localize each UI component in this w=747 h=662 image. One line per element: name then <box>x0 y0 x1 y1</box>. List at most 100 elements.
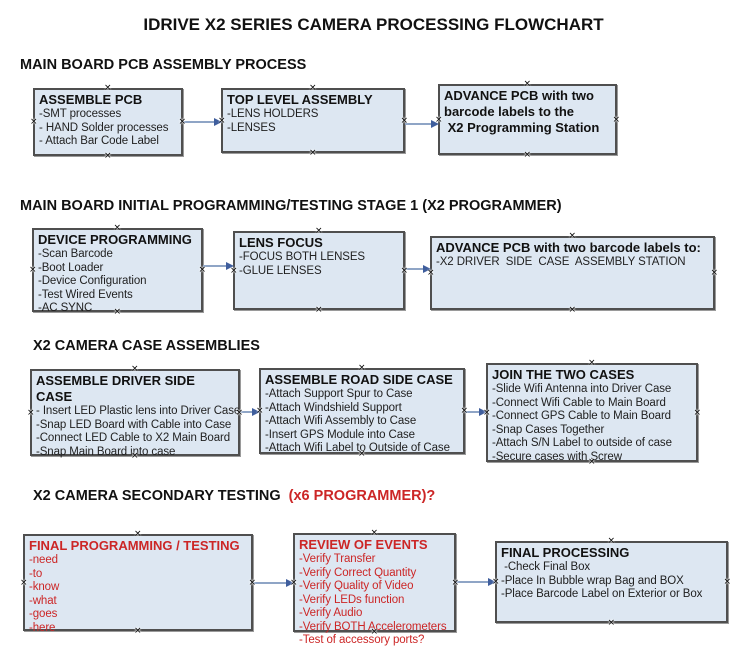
box-line: -SMT processes <box>39 108 122 120</box>
box-line: -Attach Wifi Label to Outside of Case <box>265 442 450 454</box>
box-line: -Verify LEDs function <box>299 593 405 606</box>
box-line: -goes <box>29 608 58 620</box>
connection-handle-icon: × <box>693 407 701 418</box>
box-line: -Verify BOTH Accelerometers <box>299 620 447 633</box>
box-line: -here <box>29 621 56 634</box>
connection-handle-icon: × <box>612 114 620 125</box>
box-title: JOIN THE TWO CASES <box>492 367 635 382</box>
box-line: -AC SYNC <box>38 302 93 314</box>
flow-arrow[interactable] <box>183 118 222 126</box>
box-lens-focus[interactable]: LENS FOCUS -FOCUS BOTH LENSES -GLUE LENS… <box>230 227 408 315</box>
box-assemble-pcb[interactable]: ASSEMBLE PCB -SMT processes - HAND Solde… <box>30 84 186 161</box>
connection-handle-icon: × <box>523 79 532 89</box>
flow-arrow[interactable] <box>203 262 234 270</box>
box-assemble-road-side-case[interactable]: ASSEMBLE ROAD SIDE CASE -Attach Support … <box>256 364 468 459</box>
box-line: -Check Final Box <box>501 561 591 573</box>
section-heading-pcb-assembly: MAIN BOARD PCB ASSEMBLY PROCESS <box>20 57 306 73</box>
connection-handle-icon: × <box>607 618 616 628</box>
box-line: -need <box>29 554 58 566</box>
section-heading-text: MAIN BOARD INITIAL PROGRAMMING/TESTING S… <box>20 198 562 214</box>
connection-handle-icon: × <box>309 83 317 93</box>
box-assemble-driver-side-case[interactable]: ASSEMBLE DRIVER SIDE CASE - Insert LED P… <box>27 365 243 461</box>
box-advance-pcb-programming-station[interactable]: ADVANCE PCB with two barcode labels to t… <box>435 80 620 160</box>
connection-handle-icon: × <box>723 577 731 587</box>
box-line: -Connect LED Cable to X2 Main Board <box>36 432 231 444</box>
flow-arrow[interactable] <box>405 265 431 273</box>
box-line: - Attach Bar Code Label <box>39 135 159 147</box>
box-line: -Slide Wifi Antenna into Driver Case <box>492 383 672 395</box>
box-device-programming[interactable]: DEVICE PROGRAMMING -Scan Barcode -Boot L… <box>29 224 206 317</box>
box-title: DEVICE PROGRAMMING <box>38 232 192 247</box>
box-line: -Verify Audio <box>299 607 363 619</box>
box-line: -what <box>29 594 57 607</box>
box-title: ASSEMBLE ROAD SIDE CASE <box>265 372 453 387</box>
connection-handle-icon: × <box>358 363 366 373</box>
connection-handle-icon: × <box>370 528 379 538</box>
box-line: -Connect GPS Cable to Main Board <box>492 410 671 422</box>
section-heading-initial-programming: MAIN BOARD INITIAL PROGRAMMING/TESTING S… <box>20 198 562 214</box>
flow-arrow[interactable] <box>253 579 294 587</box>
box-line: - HAND Solder processes <box>39 121 169 134</box>
box-line: -Attach Wifi Assembly to Case <box>265 415 417 427</box>
connection-handle-icon: × <box>29 265 37 275</box>
flow-arrow[interactable] <box>465 408 487 416</box>
box-final-programming-testing[interactable]: FINAL PROGRAMMING / TESTING -need -to -k… <box>20 530 256 636</box>
box-line: -Attach Support Spur to Case <box>265 388 413 400</box>
box-line: -know <box>29 581 60 593</box>
box-line: - Insert LED Plastic lens into Driver Ca… <box>36 405 241 417</box>
box-line: -LENSES <box>227 121 276 134</box>
box-line: -Attach S/N Label to outside of case <box>492 437 672 449</box>
box-title: ASSEMBLE PCB <box>39 92 143 107</box>
box-line: -GLUE LENSES <box>239 264 322 277</box>
connection-handle-icon: × <box>104 151 112 161</box>
connection-handle-icon: × <box>315 226 323 236</box>
connection-handle-icon: × <box>568 231 577 241</box>
box-line: -Insert GPS Module into Case <box>265 428 415 441</box>
box-title: REVIEW OF EVENTS <box>299 537 428 552</box>
box-title: ADVANCE PCB with two barcode labels to: <box>436 240 701 255</box>
box-line: -Snap LED Board with Cable into Case <box>36 418 232 431</box>
box-line: -Attach Windshield Support <box>265 401 402 414</box>
connection-handle-icon: × <box>20 577 28 588</box>
box-title: LENS FOCUS <box>239 235 323 250</box>
box-title: FINAL PROCESSING <box>501 545 630 560</box>
box-title: ASSEMBLE DRIVER SIDE CASE <box>36 373 199 404</box>
box-line: -X2 DRIVER SIDE CASE ASSEMBLY STATION <box>436 256 686 268</box>
section-heading-case-assemblies: X2 CAMERA CASE ASSEMBLIES <box>33 338 260 354</box>
connection-handle-icon: × <box>568 305 577 315</box>
connection-handle-icon: × <box>710 268 718 278</box>
box-review-of-events[interactable]: REVIEW OF EVENTS -Verify Transfer -Verif… <box>290 529 459 647</box>
box-line: -LENS HOLDERS <box>227 108 319 120</box>
box-line: -Verify Quality of Video <box>299 580 414 592</box>
box-top-level-assembly[interactable]: TOP LEVEL ASSEMBLY -LENS HOLDERS -LENSES… <box>218 84 408 158</box>
box-line: -Secure cases with Screw <box>492 450 622 463</box>
flow-arrow[interactable] <box>456 578 496 586</box>
flow-arrow[interactable] <box>405 120 439 128</box>
box-advance-pcb-driver-side-case[interactable]: ADVANCE PCB with two barcode labels to: … <box>427 232 718 315</box>
flow-arrow[interactable] <box>240 408 260 416</box>
box-line: -Device Configuration <box>38 275 147 287</box>
connection-handle-icon: × <box>523 150 532 160</box>
box-line: -Test Wired Events <box>38 288 133 301</box>
box-line: -Verify Transfer <box>299 553 376 565</box>
connection-handle-icon: × <box>131 364 139 374</box>
box-line: -Scan Barcode <box>38 248 113 260</box>
section-heading-secondary-testing: X2 CAMERA SECONDARY TESTING (x6 PROGRAMM… <box>33 488 435 504</box>
connection-handle-icon: × <box>198 265 206 275</box>
box-title: ADVANCE PCB with two barcode labels to t… <box>444 88 600 135</box>
connection-handle-icon: × <box>30 117 38 127</box>
section-heading-text: X2 CAMERA SECONDARY TESTING <box>33 488 285 504</box>
box-line: -Place Barcode Label on Exterior or Box <box>501 588 703 600</box>
page-title: IDRIVE X2 SERIES CAMERA PROCESSING FLOWC… <box>143 15 604 34</box>
box-line: -FOCUS BOTH LENSES <box>239 251 365 263</box>
box-final-processing[interactable]: FINAL PROCESSING -Check Final Box -Place… <box>492 537 731 628</box>
connection-handle-icon: × <box>104 83 112 93</box>
connection-handle-icon: × <box>588 358 596 368</box>
connection-handle-icon: × <box>27 407 35 418</box>
box-join-the-two-cases[interactable]: JOIN THE TWO CASES -Slide Wifi Antenna i… <box>483 359 701 467</box>
box-line: -to <box>29 567 43 580</box>
box-title: FINAL PROGRAMMING / TESTING <box>29 538 240 553</box>
box-line: -Snap Main Board into case <box>36 445 176 458</box>
connection-handle-icon: × <box>309 148 317 158</box>
